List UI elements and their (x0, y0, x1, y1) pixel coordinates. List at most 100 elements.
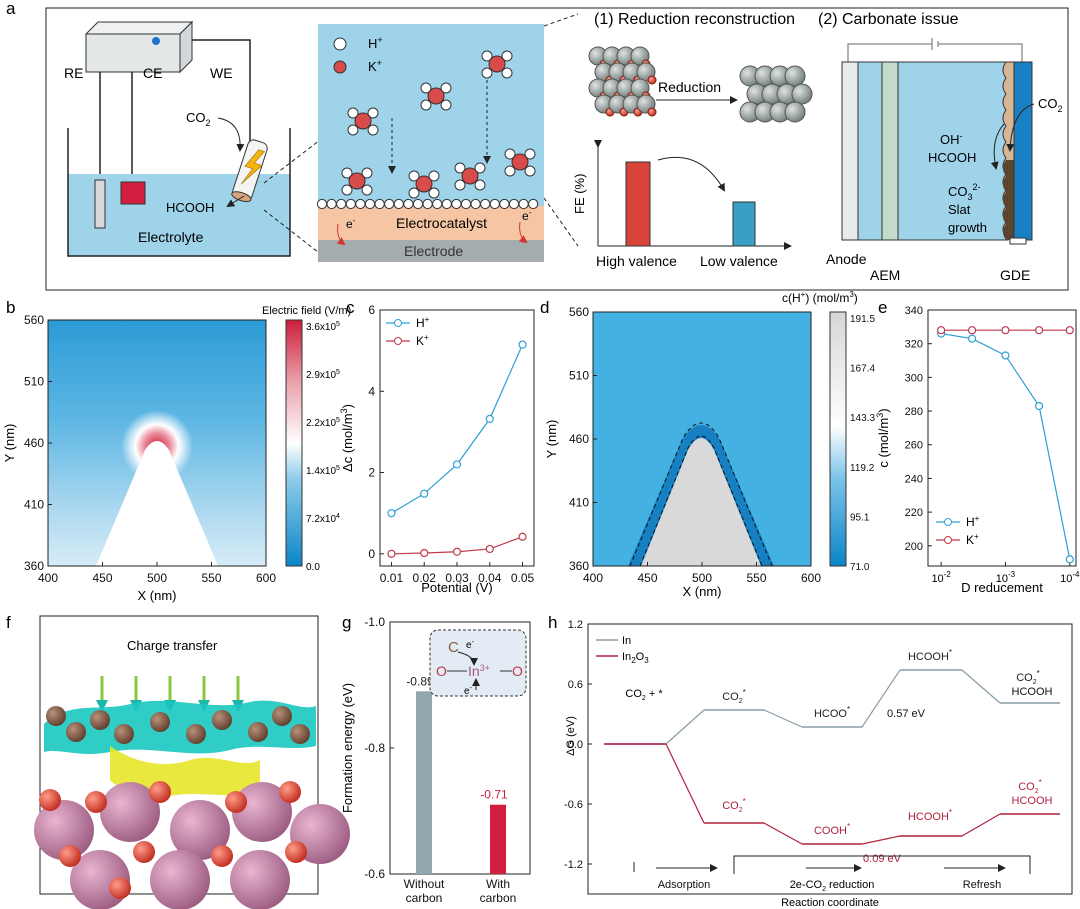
colorbar-tick-label: 95.1 (850, 512, 870, 523)
energy-connector (861, 835, 901, 845)
metal-atom (784, 65, 806, 87)
electrolyte-label: Electrolyte (138, 229, 204, 245)
stage-label-refresh: Refresh (963, 879, 1002, 891)
panel-e-axes (927, 309, 1077, 567)
colorbar-tick-label: 71.0 (850, 562, 870, 573)
carbon-atom (248, 722, 268, 742)
working-electrode (231, 139, 268, 203)
surface-atom (345, 198, 356, 210)
x-tick-label: 400 (38, 571, 58, 585)
water-h (347, 107, 359, 119)
data-point (1001, 351, 1010, 360)
inset-c-label: C (448, 639, 459, 656)
panel-b-xlabel: X (nm) (138, 588, 177, 603)
x-tick-label: 500 (692, 571, 712, 585)
energy-connector (961, 813, 1001, 837)
growth-label: growth (948, 220, 987, 235)
oxygen-atom (647, 107, 657, 117)
carbon-atom (46, 706, 66, 726)
fe-bar-low (732, 201, 756, 247)
category-label: carbon (406, 891, 443, 905)
y-tick-label: 510 (569, 369, 589, 383)
surface-atom (528, 198, 539, 210)
category-label: Without (404, 877, 445, 891)
indium-atom (232, 782, 292, 842)
label-in-co2-final: CO2* (1016, 669, 1040, 686)
inset-e-bottom: e- (464, 685, 473, 697)
x-tick-label: 0.04 (478, 571, 502, 585)
colorbar-tick-label: 2.2x105 (306, 417, 340, 429)
oxygen-atom (133, 841, 155, 863)
oxygen-atom (109, 877, 131, 899)
data-point (387, 509, 396, 518)
panel-g-plot: -1.0-0.8-0.6-0.89Withoutcarbon-0.71Withc… (364, 615, 516, 905)
carbon-atom (66, 722, 86, 742)
colorbar-tick-label: 2.9x105 (306, 369, 340, 381)
panel-c-axes (379, 309, 535, 567)
panel-d-colorbar-title: c(H+) (mol/m3) (782, 290, 858, 305)
interface-scheme (318, 24, 544, 262)
oxygen-atom (647, 75, 657, 85)
stage-bracket (733, 855, 1031, 874)
label-o-hcooh-final: HCOOH (1012, 795, 1053, 807)
panel-h-axes (587, 623, 1073, 895)
y-tick-label: -1.0 (364, 615, 385, 629)
legend-marker (394, 337, 402, 345)
water-h (501, 50, 513, 62)
water-h (420, 82, 432, 94)
g-inset: C e- O In3+ O e- (429, 629, 527, 697)
oxygen-atom (59, 845, 81, 867)
x-tick-label: 450 (92, 571, 112, 585)
panel-a: a RE CE WE CO2 HCOOH Electrolyte (6, 0, 1069, 291)
inset-o-right: O (512, 663, 523, 679)
water-h (367, 107, 379, 119)
hydrated-ion (420, 82, 452, 111)
label-in-hcooh: HCOOH* (908, 648, 952, 663)
oxygen-atom (225, 791, 247, 813)
surface-atom (499, 198, 510, 210)
y-tick-label: 240 (905, 473, 923, 485)
energy-connector (665, 743, 705, 824)
carbon-atom (212, 710, 232, 730)
surface-atom (364, 198, 376, 210)
charge-accumulation-isosurface (110, 746, 260, 798)
co2-cell-label: CO2 (1038, 96, 1063, 114)
water-h (428, 187, 440, 199)
colorbar-tick-label: 143.3 (850, 413, 875, 424)
panel-b-colorbar-title: Electric field (V/m) (262, 305, 351, 317)
legend-label: H+ (416, 315, 430, 330)
hydrated-ion (408, 170, 440, 199)
panel-d-xlabel: X (nm) (683, 584, 722, 599)
carbonate-title: (2) Carbonate issue (818, 11, 959, 28)
surface-atom (336, 198, 347, 210)
y-tick-label: -0.8 (364, 741, 385, 755)
bar-without-carbon (416, 691, 432, 874)
y-tick-label: 6 (368, 303, 375, 317)
hydrated-ion (341, 167, 373, 196)
x-tick-label: 10-4 (1060, 570, 1080, 585)
water-h (474, 179, 486, 191)
electrode-label: Electrode (404, 243, 463, 259)
legend-label: K+ (966, 532, 979, 547)
x-tick-label: 500 (147, 571, 167, 585)
water-h (347, 124, 359, 136)
panel-h-ylabel: ΔG (eV) (565, 716, 577, 756)
water-h (367, 124, 379, 136)
inset-e-top: e- (466, 639, 475, 651)
x-tick-label: 10-2 (931, 570, 951, 585)
surface-atom (460, 198, 472, 210)
carbon-atom (150, 712, 170, 732)
stage-label-adsorption: Adsorption (658, 879, 711, 891)
label-in-hcooh-final: HCOOH (1012, 686, 1053, 698)
water-h (341, 184, 353, 196)
inset-o-left: O (436, 663, 447, 679)
